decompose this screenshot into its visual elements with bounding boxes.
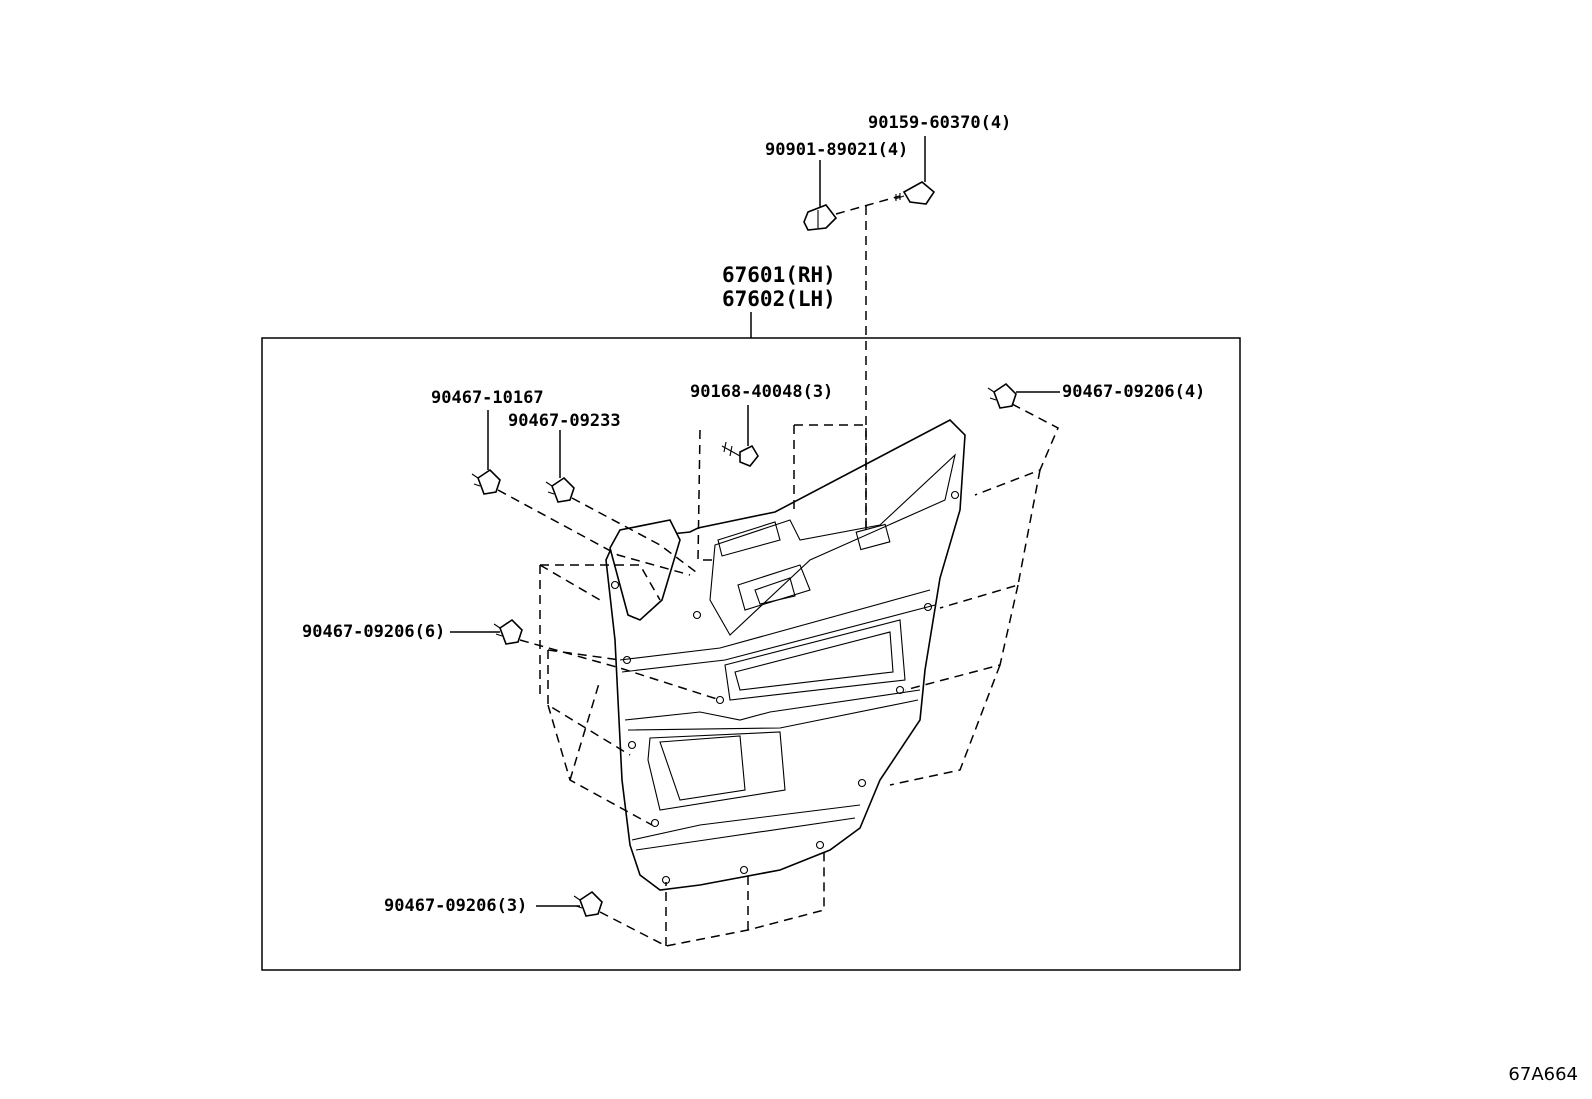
label-clip-nut-top: 90901-89021(4) — [765, 140, 908, 160]
retainer-screw-top-icon — [894, 181, 936, 205]
screw-icon — [721, 441, 759, 467]
clip-a-icon — [471, 468, 501, 495]
clip-bottom-icon — [573, 890, 603, 917]
label-clip-right: 90467-09206(4) — [1062, 382, 1205, 402]
label-retainer-top: 90159-60370(4) — [868, 113, 1011, 133]
label-screw: 90168-40048(3) — [690, 382, 833, 402]
label-door-trim-rh: 67601(RH) — [722, 263, 836, 287]
label-door-trim-lh: 67602(LH) — [722, 287, 836, 311]
clip-right-icon — [987, 382, 1017, 409]
label-clip-bottom: 90467-09206(3) — [384, 896, 527, 916]
reference-code: 67A664 — [1508, 1064, 1578, 1085]
label-clip-a: 90467-10167 — [431, 388, 544, 408]
label-clip-left: 90467-09206(6) — [302, 622, 445, 642]
door-trim-panel — [605, 419, 966, 891]
label-clip-b: 90467-09233 — [508, 411, 621, 431]
clip-nut-top-icon — [803, 204, 838, 231]
clip-b-icon — [545, 476, 575, 503]
clip-left-icon — [493, 618, 523, 645]
